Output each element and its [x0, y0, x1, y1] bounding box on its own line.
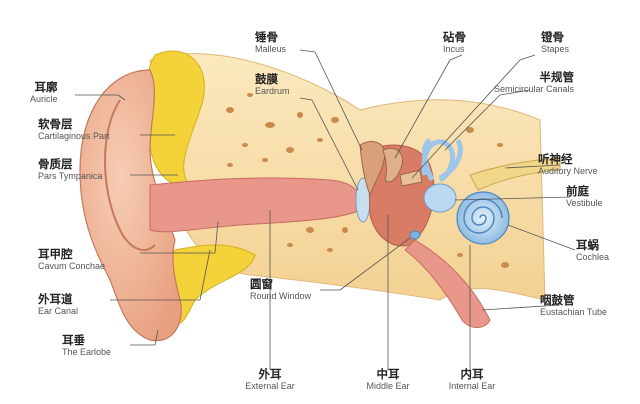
cochlea-spiral — [463, 198, 503, 234]
vestibule-shape — [423, 183, 457, 213]
eustachian-tube-shape — [404, 239, 491, 328]
incus-shape — [382, 147, 404, 183]
stapes-shape — [399, 169, 423, 187]
malleus-shape — [359, 141, 386, 197]
auricle-shape — [79, 69, 182, 342]
leader-lines — [75, 49, 576, 370]
concha-fold — [104, 99, 156, 251]
temporal-bone — [149, 53, 546, 301]
round-window-shape — [409, 230, 421, 240]
semicircular-canals-shape — [421, 138, 463, 183]
